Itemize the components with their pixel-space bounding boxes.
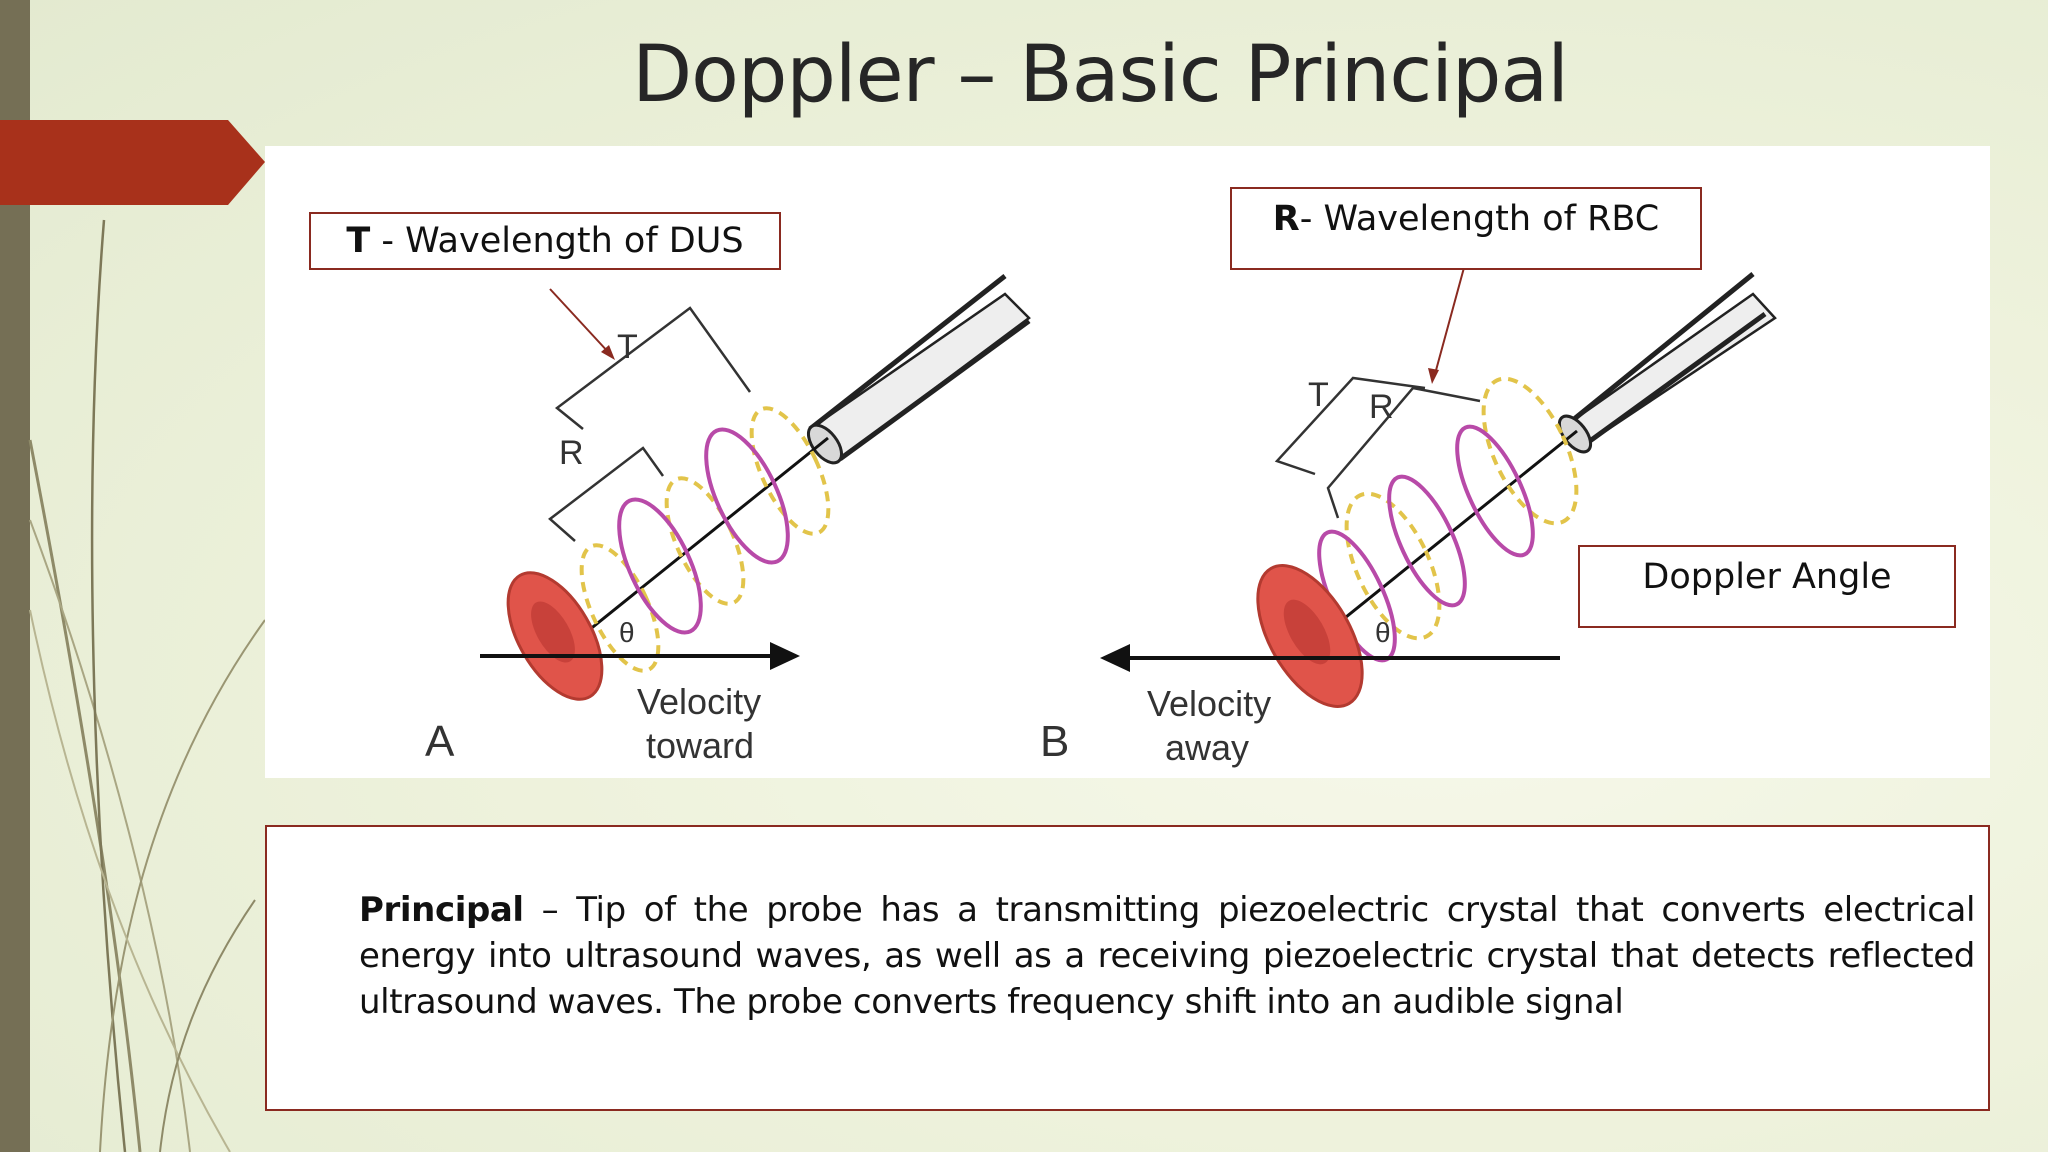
label-r-key: R	[1272, 199, 1300, 239]
label-t-text: - Wavelength of DUS	[370, 221, 744, 261]
velocity-label-a-line1: Velocity	[637, 681, 761, 722]
description-text: – Tip of the probe has a transmitting pi…	[359, 890, 1975, 1022]
slide-title: Doppler – Basic Principal	[632, 30, 1569, 120]
r-mark-b: R	[1369, 388, 1394, 426]
label-t-key: T	[346, 221, 371, 261]
transmitted-wave-a	[579, 406, 831, 673]
label-r-text: - Wavelength of RBC	[1299, 199, 1660, 239]
probe-a	[806, 274, 1031, 465]
theta-b: θ	[1375, 617, 1391, 648]
velocity-label-b-line1: Velocity	[1147, 683, 1271, 724]
t-bracket-a	[554, 306, 752, 430]
velocity-arrow-a	[480, 642, 800, 670]
velocity-label-b-line2: away	[1165, 727, 1249, 768]
panel-a: T R θ Velocity toward A	[425, 274, 1031, 766]
panel-b: T R θ Velocity away B	[1040, 263, 1777, 768]
r-bracket-a	[548, 446, 665, 542]
t-mark-b: T	[1308, 376, 1329, 414]
t-pointer-arrow	[549, 288, 615, 360]
transmitted-wave-b	[1344, 376, 1579, 641]
label-t-wavelength: T - Wavelength of DUS	[309, 212, 781, 270]
panel-letter-a: A	[425, 717, 455, 766]
reflected-wave-a	[617, 427, 790, 635]
description-term: Principal	[359, 890, 524, 930]
theta-a: θ	[619, 617, 635, 648]
label-r-wavelength: R- Wavelength of RBC	[1230, 187, 1702, 270]
description-box: Principal – Tip of the probe has a trans…	[265, 825, 1990, 1111]
r-bracket-b	[1326, 386, 1481, 519]
label-doppler-angle: Doppler Angle	[1578, 545, 1956, 628]
t-bracket-b	[1274, 376, 1426, 476]
velocity-label-a-line2: toward	[646, 725, 754, 766]
velocity-arrow-b	[1100, 644, 1560, 672]
rbc-b	[1256, 564, 1364, 708]
r-mark-a: R	[559, 434, 584, 472]
decorative-curves	[28, 219, 266, 1152]
panel-letter-b: B	[1040, 717, 1069, 766]
probe-b	[1557, 272, 1777, 454]
r-pointer-arrow	[1428, 263, 1466, 384]
t-mark-a: T	[617, 328, 638, 366]
label-angle-text: Doppler Angle	[1642, 557, 1892, 597]
description-paragraph: Principal – Tip of the probe has a trans…	[359, 887, 1975, 1025]
accent-ribbon	[0, 120, 265, 205]
